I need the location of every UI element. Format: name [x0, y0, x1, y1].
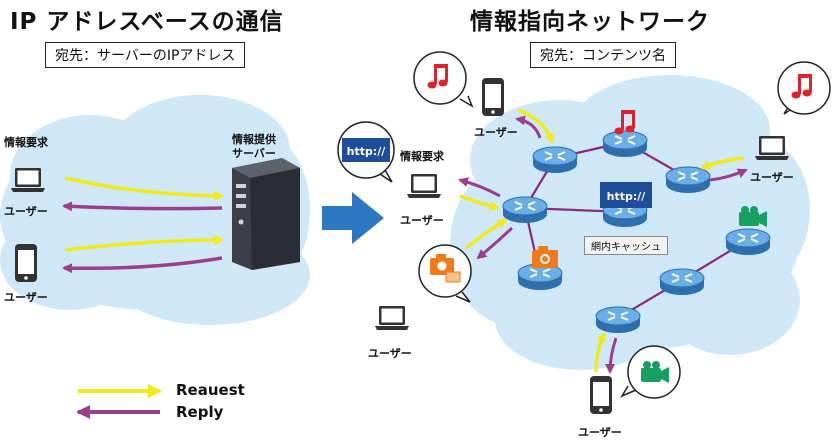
left-laptop-icon [11, 168, 45, 192]
cached-http-icon: http:// [600, 182, 652, 208]
right-title: 情報指向ネットワーク [470, 9, 710, 35]
request-arrow-camera [464, 218, 508, 250]
server-label-line1: 情報提供 [232, 133, 276, 146]
reply-arrow-bottom-phone [605, 337, 618, 374]
right-bottom-smartphone-icon [590, 376, 612, 414]
speech-bubble-music-right [777, 61, 831, 115]
video-camera-icon [641, 361, 669, 383]
server-icon [232, 158, 300, 270]
user-label-request-laptop: ユーザー [400, 214, 444, 227]
user-label-bottom-laptop: ユーザー [368, 347, 412, 360]
cached-video-camera-icon [739, 206, 767, 227]
right-bottom-laptop-icon [375, 306, 409, 330]
music-note-icon [791, 74, 812, 99]
left-reply-arrow-2 [62, 256, 223, 274]
speech-bubble-http: http:// [337, 121, 395, 183]
speech-bubble-camera [418, 244, 472, 303]
cached-camera-icon [532, 246, 558, 268]
router-icon [659, 268, 705, 296]
left-destination-box: 宛先：サーバーのIPアドレス [45, 42, 246, 68]
transition-arrow [322, 192, 384, 244]
speech-bubble-music [413, 51, 474, 108]
right-laptop-icon [755, 136, 789, 160]
svg-text:http://: http:// [607, 190, 647, 203]
router-icon [665, 166, 711, 194]
request-arrow-top-phone [517, 108, 555, 144]
left-smartphone-icon [15, 244, 37, 282]
router-icon [725, 228, 771, 256]
right-top-smartphone-icon [482, 78, 504, 116]
user-label-top-phone: ユーザー [474, 126, 518, 139]
legend-request-label: Reauest [176, 381, 245, 399]
in-network-cache-label: 網内キャッシュ [584, 236, 668, 255]
left-user-label-1: ユーザー [4, 205, 48, 218]
music-note-icon [427, 64, 448, 89]
request-arrow-bottom-phone [594, 332, 606, 373]
left-request-arrow-2 [64, 235, 224, 252]
router-icon [502, 196, 548, 224]
left-request-label: 情報要求 [4, 136, 48, 149]
reply-arrow-top-phone [515, 115, 542, 139]
reply-arrow-http-laptop [458, 177, 501, 198]
user-label-right-laptop: ユーザー [750, 171, 794, 184]
reply-arrow-right-laptop [709, 168, 748, 182]
left-cloud [0, 95, 310, 325]
http-icon: http:// [347, 145, 387, 158]
left-request-arrow-1 [64, 176, 224, 201]
left-title: IP アドレスベースの通信 [10, 9, 284, 35]
left-reply-arrow-1 [62, 201, 223, 212]
router-icon [532, 146, 578, 174]
cached-music-note-icon [614, 110, 635, 135]
legend-reply-label: Reply [176, 403, 224, 421]
right-destination-box: 宛先：コンテンツ名 [530, 42, 676, 68]
request-arrow-right-laptop [700, 156, 745, 170]
right-request-label: 情報要求 [400, 150, 444, 163]
camera-icon [430, 254, 461, 283]
right-request-laptop-icon [407, 174, 441, 198]
router-icon [595, 306, 641, 334]
left-user-label-2: ユーザー [4, 291, 48, 304]
server-label-line2: サーバー [232, 147, 276, 160]
speech-bubble-video [620, 345, 681, 399]
router-icon [602, 130, 648, 158]
reply-arrow-camera [476, 226, 514, 260]
request-arrow-http-laptop [459, 194, 500, 211]
user-label-bottom-phone: ユーザー [578, 426, 622, 439]
